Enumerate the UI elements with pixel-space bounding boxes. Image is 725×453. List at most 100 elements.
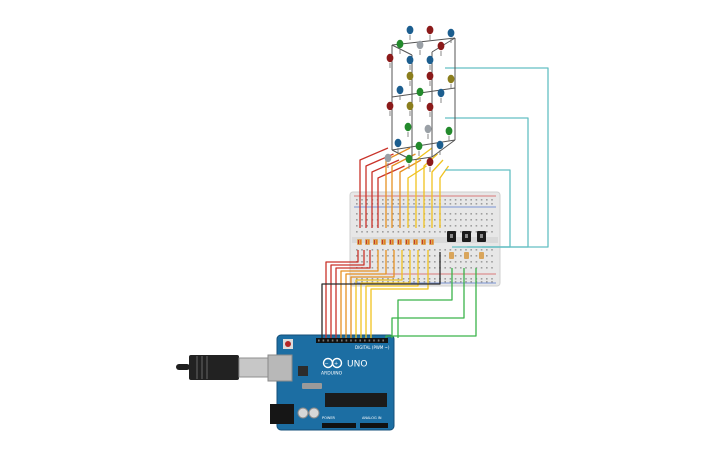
resistor[interactable] <box>373 239 378 245</box>
breadboard-hole <box>366 281 368 283</box>
breadboard-hole <box>382 219 384 221</box>
arduino-model-label: UNO <box>347 360 367 370</box>
breadboard-hole <box>413 278 415 280</box>
led[interactable] <box>386 101 394 111</box>
resistor[interactable] <box>464 252 469 259</box>
led[interactable] <box>406 55 414 65</box>
led[interactable] <box>406 71 414 81</box>
wire-cube-to-breadboard[interactable] <box>365 153 394 228</box>
breadboard-hole <box>392 267 394 269</box>
led[interactable] <box>426 71 434 81</box>
breadboard-hole <box>423 255 426 257</box>
wire-transistor-base[interactable] <box>391 268 465 338</box>
resistor[interactable] <box>421 239 426 245</box>
wire-arduino-signal[interactable] <box>330 250 365 338</box>
led[interactable] <box>437 41 445 51</box>
led[interactable] <box>424 124 432 134</box>
breadboard-hole <box>397 199 400 201</box>
wire-cube-to-breadboard[interactable] <box>399 159 422 228</box>
led[interactable] <box>396 85 404 95</box>
led[interactable] <box>415 141 423 151</box>
breadboard-hole <box>491 255 493 257</box>
wire-cube-to-breadboard[interactable] <box>371 159 400 228</box>
breadboard-hole <box>397 219 400 221</box>
crystal <box>302 383 322 389</box>
led[interactable] <box>406 101 414 111</box>
wire-cube-to-breadboard[interactable] <box>407 165 427 228</box>
resistor[interactable] <box>449 252 454 259</box>
resistor[interactable] <box>413 239 418 245</box>
wire-arduino-signal[interactable] <box>340 250 379 338</box>
led[interactable] <box>384 153 392 163</box>
led[interactable] <box>416 40 424 50</box>
led-cube[interactable] <box>384 25 456 172</box>
led[interactable] <box>426 157 434 167</box>
wire-cube-to-breadboard[interactable] <box>415 147 433 228</box>
led[interactable] <box>436 140 444 150</box>
resistor[interactable] <box>429 239 434 245</box>
breadboard-hole <box>397 278 400 280</box>
wire-arduino-signal[interactable] <box>355 250 403 338</box>
arduino-uno-board[interactable]: DIGITAL (PWM ~) − + ARDUINO UNO POWER AN… <box>176 334 395 431</box>
led[interactable] <box>447 28 455 38</box>
breadboard-hole <box>418 231 420 233</box>
breadboard-hole <box>460 281 462 283</box>
wire-arduino-signal[interactable] <box>360 250 411 338</box>
breadboard-hole <box>402 267 405 269</box>
wire-layer-3[interactable] <box>445 169 511 248</box>
breadboard-hole <box>397 213 400 215</box>
led[interactable] <box>426 55 434 65</box>
resistor[interactable] <box>389 239 394 245</box>
led[interactable] <box>447 74 455 84</box>
led[interactable] <box>426 25 434 35</box>
led[interactable] <box>404 122 412 132</box>
breadboard-hole <box>434 278 436 280</box>
wire-cube-to-breadboard[interactable] <box>431 159 444 228</box>
breadboard-hole <box>439 231 441 233</box>
wire-transistor-base[interactable] <box>385 268 477 338</box>
breadboard-hole <box>361 261 363 263</box>
breadboard-hole <box>444 249 446 251</box>
breadboard-hole <box>428 249 431 251</box>
led[interactable] <box>394 138 402 148</box>
wire-ground[interactable] <box>321 252 441 338</box>
led[interactable] <box>396 39 404 49</box>
led[interactable] <box>386 53 394 63</box>
wire-arduino-signal[interactable] <box>345 250 387 338</box>
led[interactable] <box>405 154 413 164</box>
wire-cube-to-breadboard[interactable] <box>359 147 389 228</box>
led[interactable] <box>437 88 445 98</box>
resistor[interactable] <box>357 239 362 245</box>
wire-transistor-base[interactable] <box>397 268 453 338</box>
breadboard-hole <box>434 203 436 205</box>
led[interactable] <box>445 126 453 136</box>
breadboard-hole <box>408 281 410 283</box>
breadboard-hole <box>361 278 363 280</box>
wire-cube-to-breadboard[interactable] <box>423 153 438 228</box>
breadboard-hole <box>434 231 436 233</box>
digital-header-pins <box>318 339 384 342</box>
wire-cube-to-breadboard[interactable] <box>377 165 405 228</box>
breadboard-hole <box>428 219 431 221</box>
resistor[interactable] <box>479 252 484 259</box>
breadboard-hole <box>402 231 405 233</box>
resistor[interactable] <box>397 239 402 245</box>
wire-arduino-signal[interactable] <box>325 250 359 338</box>
breadboard-hole <box>423 281 426 283</box>
breadboard-hole <box>376 281 379 283</box>
led[interactable] <box>426 102 434 112</box>
wire-arduino-signal[interactable] <box>350 250 395 338</box>
breadboard-hole <box>382 261 384 263</box>
led[interactable] <box>406 25 414 35</box>
resistor[interactable] <box>381 239 386 245</box>
resistor[interactable] <box>365 239 370 245</box>
wire-arduino-signal[interactable] <box>335 250 371 338</box>
wire-arduino-signal[interactable] <box>365 250 419 338</box>
resistor[interactable] <box>405 239 410 245</box>
breadboard-hole <box>428 255 431 257</box>
header-pin <box>318 339 320 342</box>
led[interactable] <box>416 87 424 97</box>
resistor-band <box>424 240 425 244</box>
breadboard-hole <box>470 219 472 221</box>
wire-arduino-signal[interactable] <box>370 250 429 338</box>
